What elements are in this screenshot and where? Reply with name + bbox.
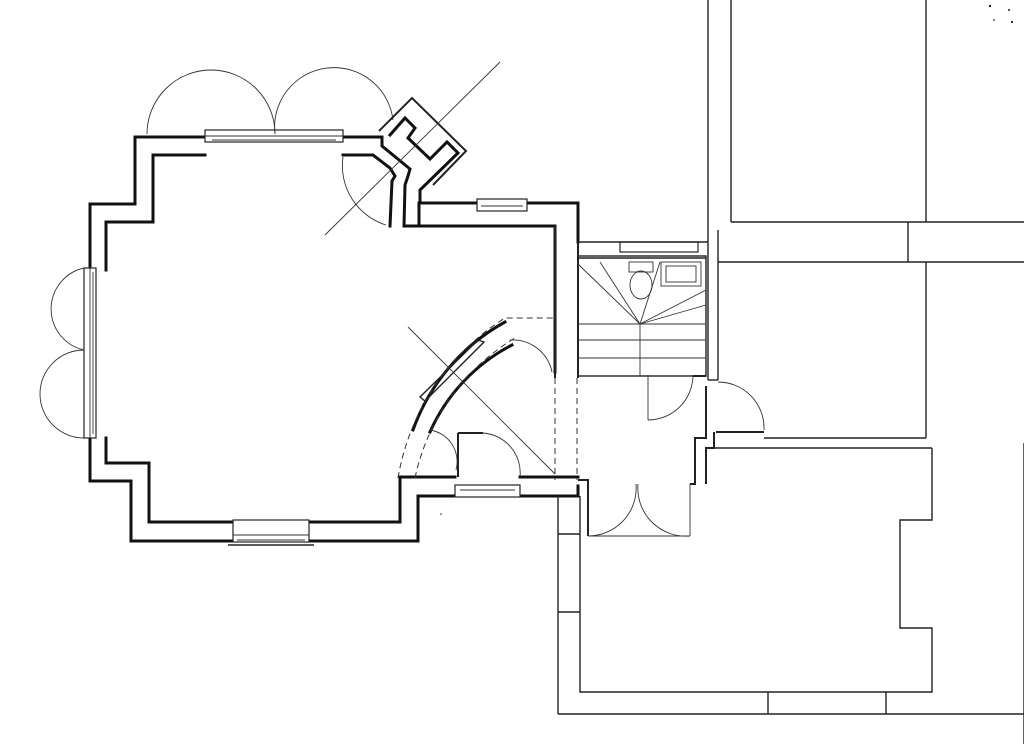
scan-specks [440, 4, 1014, 515]
main-room-south-wall [307, 484, 580, 543]
north-window [204, 129, 344, 143]
northeast-window [476, 198, 528, 212]
diagonal-bay [324, 61, 501, 236]
stair-wc-block [577, 241, 707, 421]
west-window [39, 267, 97, 439]
north-double-door [146, 67, 394, 135]
main-room-walls [88, 135, 580, 543]
main-room-west-wall [88, 135, 235, 543]
curved-stair [397, 317, 578, 480]
main-room-outer-wall [133, 135, 580, 372]
south-entry-window [454, 484, 521, 498]
main-room-inner-west [104, 153, 235, 524]
main-room-inner-wall [151, 153, 557, 374]
main-room-inner-south [307, 475, 580, 524]
east-rooms [557, 0, 1024, 744]
south-window [228, 519, 314, 546]
